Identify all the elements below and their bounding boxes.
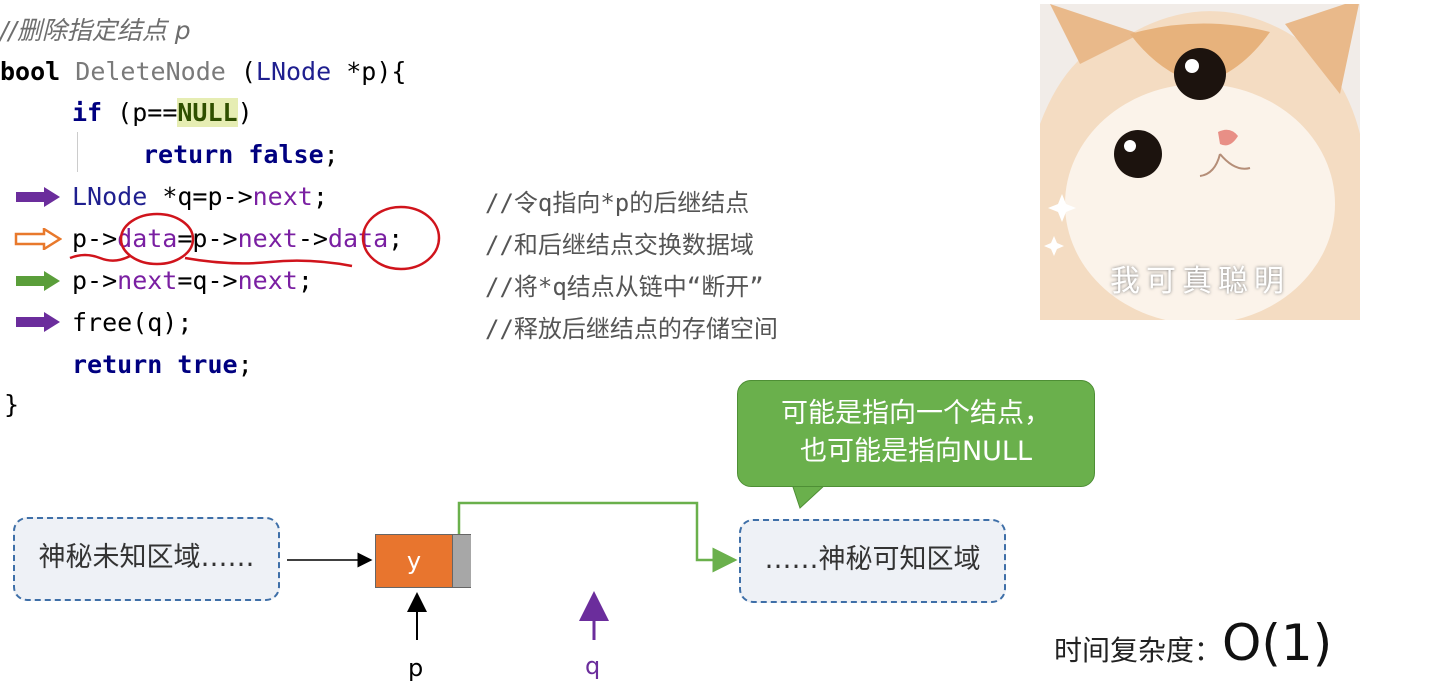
function-name: DeleteNode: [75, 57, 226, 86]
field-next: next: [237, 224, 298, 253]
code-comment: //令q指向*p的后继结点: [485, 189, 750, 217]
code-comment: //释放后继结点的存储空间: [485, 315, 778, 343]
paren: (: [225, 57, 256, 86]
semicolon: ;: [297, 266, 313, 295]
bubble-line-1: 可能是指向一个结点，: [781, 398, 1051, 429]
keyword-false: false: [248, 140, 324, 169]
if-close: ): [237, 98, 253, 127]
type-lnode: LNode: [72, 182, 148, 211]
cat-face-illustration: [1040, 4, 1360, 320]
semicolon: ;: [312, 182, 328, 211]
pointer-q-label: q: [585, 652, 601, 680]
node-next-field: [452, 535, 471, 587]
field-next: next: [252, 182, 313, 211]
keyword-return: return: [72, 350, 163, 379]
region-known: ……神秘可知区域: [739, 519, 1006, 603]
keyword-true: true: [177, 350, 238, 379]
code-line-if: if (p==NULL): [72, 96, 253, 130]
field-next: next: [117, 266, 178, 295]
arrow-indicator-icon: [16, 312, 60, 332]
code-block: //删除指定结点 p bool DeleteNode (LNode *p){ i…: [0, 0, 1000, 430]
time-complexity: 时间复杂度：O(1): [1054, 614, 1332, 672]
q-assign: *q=p->: [147, 182, 253, 211]
semicolon: ;: [388, 224, 404, 253]
arrow-indicator-icon: [16, 271, 60, 291]
speech-bubble: 可能是指向一个结点， 也可能是指向NULL: [737, 380, 1095, 487]
param: *p){: [331, 57, 407, 86]
code-line-return-true: return true;: [72, 348, 253, 382]
arrow-indicator-icon: [16, 187, 60, 207]
bubble-tail: [791, 484, 827, 509]
linked-list-node: y: [375, 534, 471, 588]
code-comment: //将*q结点从链中“断开”: [485, 273, 764, 301]
code-line-signature: bool DeleteNode (LNode *p){: [0, 55, 406, 89]
cat-meme-image: 我可真聪明: [1040, 4, 1360, 320]
code-token: =q->: [177, 266, 238, 295]
keyword-if: if: [72, 98, 103, 127]
if-condition: (p==: [102, 98, 178, 127]
field-next: next: [237, 266, 298, 295]
bubble-line-2: 也可能是指向NULL: [799, 436, 1033, 467]
code-comment-title: //删除指定结点 p: [0, 16, 191, 45]
node-data-field: y: [376, 535, 452, 587]
diagram-connectors: [287, 501, 738, 640]
cat-caption: 我可真聪明: [1110, 264, 1290, 299]
pointer-p-label: p: [408, 654, 424, 682]
complexity-label: 时间复杂度：: [1054, 634, 1223, 667]
complexity-value: O(1): [1222, 614, 1333, 672]
region-unknown: 神秘未知区域……: [13, 517, 280, 601]
code-token: p->: [72, 224, 118, 253]
semicolon: ;: [323, 140, 339, 169]
arrow-indicator-icon: [14, 228, 62, 250]
code-token: ->: [297, 224, 328, 253]
code-line-return-false: return false;: [143, 138, 339, 172]
keyword-bool: bool: [0, 57, 61, 86]
keyword-return: return: [143, 140, 234, 169]
indent-guide: [77, 132, 78, 172]
red-annotation-marks: [69, 205, 441, 271]
field-data: data: [117, 224, 178, 253]
code-line-q: LNode *q=p->next;: [72, 180, 328, 214]
null-keyword: NULL: [177, 98, 238, 127]
code-comment: //和后继结点交换数据域: [485, 231, 754, 259]
code-line-link: p->next=q->next;: [72, 264, 313, 298]
code-token: =p->: [177, 224, 238, 253]
code-close-brace: }: [4, 390, 20, 419]
code-line-swap: p->data=p->next->data;: [72, 222, 403, 256]
code-token: p->: [72, 266, 118, 295]
code-line-free: free(q);: [72, 308, 193, 337]
type-lnode: LNode: [255, 57, 332, 86]
semicolon: ;: [237, 350, 253, 379]
field-data: data: [327, 224, 389, 253]
